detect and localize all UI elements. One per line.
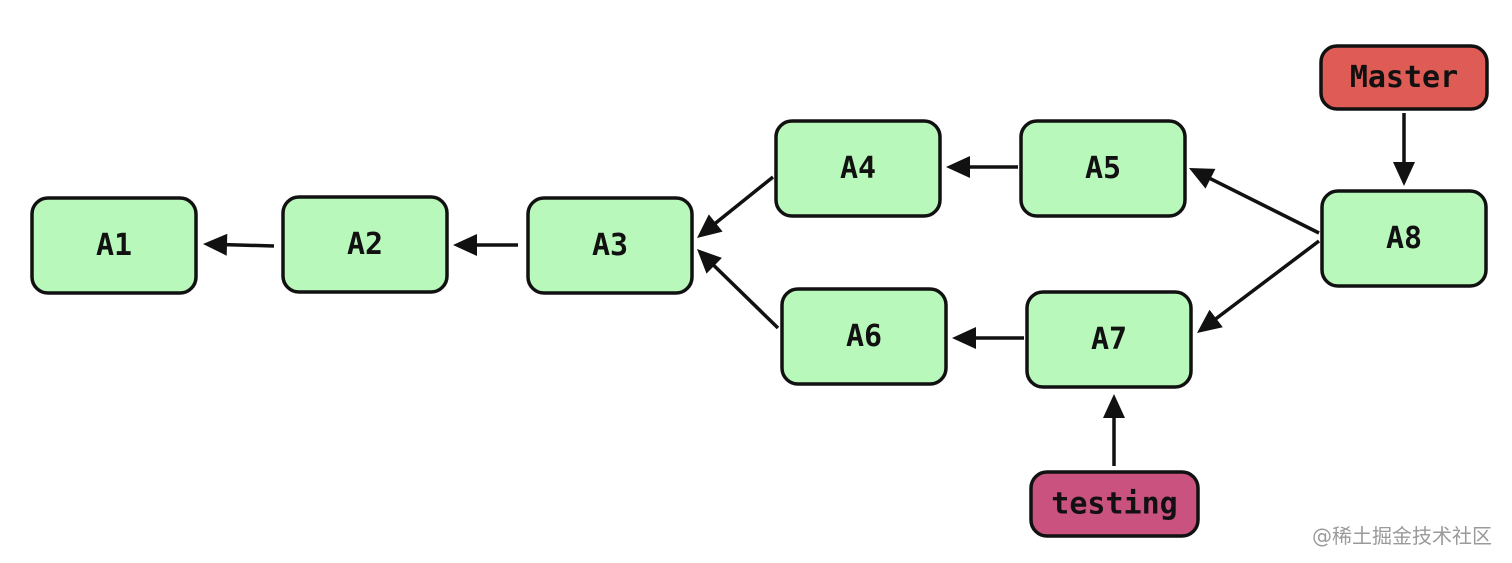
commit-node-label: A8: [1386, 221, 1422, 256]
branch-label-label: testing: [1051, 487, 1177, 522]
arrowhead-icon: [1197, 309, 1223, 333]
arrowhead-icon: [946, 156, 970, 178]
commit-node-box: [1019, 119, 1187, 218]
commit-node-box: [780, 287, 948, 386]
commit-node-label: A6: [846, 319, 882, 354]
arrowhead-icon: [203, 233, 228, 256]
commit-node-a7: A7: [1025, 290, 1193, 389]
commit-node-label: A1: [96, 228, 132, 263]
commit-node-box: [281, 195, 449, 294]
commit-node-label: A5: [1085, 151, 1121, 186]
commit-node-a4: A4: [774, 119, 942, 218]
commit-node-box: [30, 196, 198, 295]
arrowhead-icon: [697, 249, 722, 274]
arrowhead-icon: [1393, 162, 1415, 186]
branch-label-box: [1319, 44, 1489, 111]
watermark-text: @稀土掘金技术社区: [1312, 524, 1492, 548]
edge-line: [1207, 176, 1320, 235]
edge-a4-to-a3: [697, 175, 775, 238]
commit-node-a1: A1: [30, 196, 198, 295]
edge-line: [224, 242, 275, 248]
commit-node-box: [526, 196, 694, 295]
commit-node-box: [774, 119, 942, 218]
commit-node-label: A2: [347, 227, 383, 262]
commit-node-a3: A3: [526, 196, 694, 295]
branch-label-box: [1029, 470, 1200, 538]
edge-line: [711, 263, 780, 330]
commit-node-a2: A2: [281, 195, 449, 294]
arrowhead-icon: [1103, 394, 1125, 418]
edges-layer: [203, 113, 1415, 466]
edge-a3-to-a2: [453, 234, 518, 256]
edge-master-to-a8: [1393, 113, 1415, 186]
edge-a8-to-a5: [1189, 168, 1320, 235]
edge-a5-to-a4: [946, 156, 1018, 178]
commit-node-label: A7: [1091, 322, 1127, 357]
edge-line: [713, 175, 775, 226]
branch-label-master: Master: [1319, 44, 1489, 111]
edge-a8-to-a7: [1197, 239, 1321, 333]
arrowhead-icon: [1189, 168, 1216, 189]
edge-a7-to-a6: [952, 327, 1024, 349]
commit-node-a8: A8: [1320, 189, 1488, 288]
commit-node-a5: A5: [1019, 119, 1187, 218]
arrowhead-icon: [952, 327, 976, 349]
commit-node-a6: A6: [780, 287, 948, 386]
arrowhead-icon: [453, 234, 477, 256]
branch-label-label: Master: [1350, 60, 1458, 95]
edge-a6-to-a3: [697, 249, 780, 330]
commit-node-label: A4: [840, 151, 876, 186]
arrowhead-icon: [697, 214, 723, 238]
edge-testing-to-a7: [1103, 394, 1125, 466]
branch-label-testing: testing: [1029, 470, 1200, 538]
commit-node-label: A3: [592, 228, 628, 263]
commit-node-box: [1320, 189, 1488, 288]
commit-node-box: [1025, 290, 1193, 389]
edge-line: [1213, 239, 1321, 322]
edge-a2-to-a1: [203, 233, 275, 256]
